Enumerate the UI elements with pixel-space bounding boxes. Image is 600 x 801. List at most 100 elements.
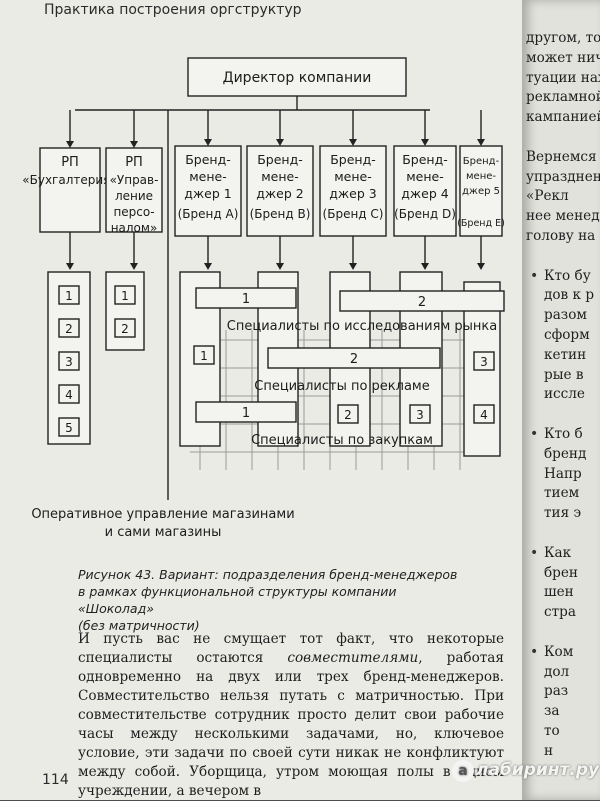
right-page-line: кампанией xyxy=(526,109,600,126)
staff-number: 1 xyxy=(121,289,129,303)
arrow-head-icon xyxy=(66,141,74,148)
arrow-head-icon xyxy=(204,263,212,270)
right-page-line: раз xyxy=(544,683,569,700)
advertising-bar xyxy=(267,347,441,369)
brand-manager-box xyxy=(174,145,242,237)
right-page-line: голову на xyxy=(526,228,596,244)
right-page-line: Напр xyxy=(544,465,582,482)
right-page-line: стра xyxy=(544,604,576,621)
brand-manager-line: джер 4 xyxy=(401,186,449,201)
watermark-logo-icon: а xyxy=(452,760,474,782)
staff-number: 5 xyxy=(65,421,73,435)
bullet-icon: • xyxy=(530,267,539,284)
right-page-line: туации нах xyxy=(526,69,600,86)
brand-manager-line: джер 2 xyxy=(256,186,303,201)
right-page-line: иссле xyxy=(544,386,585,403)
arrow-head-icon xyxy=(276,139,284,146)
staff-number: 3 xyxy=(65,355,73,369)
staff-member-box xyxy=(114,318,136,338)
brand-label: (Бренд B) xyxy=(250,207,311,221)
right-page-line: упразднен xyxy=(526,168,600,185)
body-text-a: И пусть вас не смущает тот факт, что нек… xyxy=(78,631,504,666)
group-label: Специалисты по рекламе xyxy=(254,379,429,394)
right-page-line: «Рекл xyxy=(526,188,569,205)
brand-staff-box xyxy=(473,351,495,371)
rp-line: персо- xyxy=(113,205,154,219)
right-page-line: то xyxy=(544,723,560,739)
brand-staff-box xyxy=(409,404,431,424)
brand-label: (Бренд E) xyxy=(457,218,505,229)
brand-manager-line: мене- xyxy=(189,169,227,184)
staff-number: 1 xyxy=(65,289,73,303)
right-page-line: дол xyxy=(544,663,570,680)
bullet-icon: • xyxy=(530,426,539,442)
brand-manager-line: Бренд- xyxy=(402,152,448,167)
arrow-head-icon xyxy=(66,263,74,270)
figure-caption: Рисунок 43. Вариант: подразделения бренд… xyxy=(78,566,458,634)
brand-manager-line: Бренд- xyxy=(185,152,231,167)
staff-member-box xyxy=(58,384,80,404)
group-label: Специалисты по исследованиям рынка xyxy=(227,319,497,334)
research-bar-2 xyxy=(339,290,505,312)
running-head: Практика построения оргструктур xyxy=(44,2,302,18)
purchasing-bar xyxy=(195,401,297,423)
staff-member-box xyxy=(58,417,80,437)
arrow-head-icon xyxy=(130,141,138,148)
research-bar-1 xyxy=(195,287,297,309)
brand-manager-line: мене- xyxy=(466,171,496,182)
right-page-line: тием xyxy=(544,485,580,502)
watermark-text: лабиринт.ру xyxy=(476,760,600,780)
group-label: Специалисты по закупкам xyxy=(251,433,433,448)
arrow-head-icon xyxy=(477,139,485,146)
right-page-line: может нич xyxy=(526,49,600,66)
brand-manager-line: мене- xyxy=(261,169,299,184)
brand-staff-number: 4 xyxy=(480,408,488,422)
brand-manager-line: мене- xyxy=(406,169,444,184)
right-page: другом, тож может нич туации нах рекламной к… xyxy=(522,0,600,800)
brand-manager-box xyxy=(319,145,387,237)
page-number: 114 xyxy=(42,772,69,788)
arrow-head-icon xyxy=(421,139,429,146)
rp-line: «Управ- xyxy=(110,173,159,187)
right-page-line: рекламной xyxy=(526,89,600,106)
right-page-line: кетин xyxy=(544,346,587,363)
arrow-head-icon xyxy=(204,139,212,146)
brand-staff-number: 3 xyxy=(480,355,488,369)
brand-manager-line: мене- xyxy=(334,169,372,184)
brand-manager-line: Бренд- xyxy=(330,152,376,167)
staff-number: 2 xyxy=(121,322,129,336)
bullet-icon: • xyxy=(530,544,539,561)
staff-number: 4 xyxy=(65,388,73,402)
right-page-line: сформ xyxy=(544,327,590,343)
staff-number: 2 xyxy=(65,322,73,336)
right-page-line: другом, тож xyxy=(526,30,600,46)
group-staff-number: 2 xyxy=(350,352,358,367)
brand-label: (Бренд C) xyxy=(323,207,384,221)
org-chart-diagram: Директор компанииРП«Бухгалтерия»РП«Управ… xyxy=(22,57,505,540)
arrow-head-icon xyxy=(349,139,357,146)
arrow-head-icon xyxy=(477,263,485,270)
arrow-head-icon xyxy=(349,263,357,270)
body-paragraph: И пусть вас не смущает тот факт, что нек… xyxy=(78,630,504,801)
right-page-line: разом xyxy=(544,307,587,324)
brand-manager-line: Бренд- xyxy=(463,156,500,167)
rp-line: налом» xyxy=(111,221,158,235)
caption-line: (без матричности) xyxy=(78,618,200,633)
right-page-line: бренд xyxy=(544,445,587,462)
brand-staff-box xyxy=(473,404,495,424)
rp-title: РП xyxy=(125,155,143,170)
staff-member-box xyxy=(114,285,136,305)
brand-staff-box xyxy=(337,404,359,424)
group-staff-number: 1 xyxy=(242,292,250,307)
arrow-head-icon xyxy=(421,263,429,270)
arrow-head-icon xyxy=(130,263,138,270)
right-page-line: шен xyxy=(544,584,574,601)
brand-manager-box xyxy=(246,145,314,237)
right-page-line: н xyxy=(544,742,554,759)
brand-manager-line: Бренд- xyxy=(257,152,303,167)
brand-label: (Бренд D) xyxy=(394,207,456,221)
brand-manager-line: джер 3 xyxy=(329,186,376,201)
right-page-line: тия э xyxy=(544,505,582,522)
group-staff-number: 1 xyxy=(242,406,250,421)
